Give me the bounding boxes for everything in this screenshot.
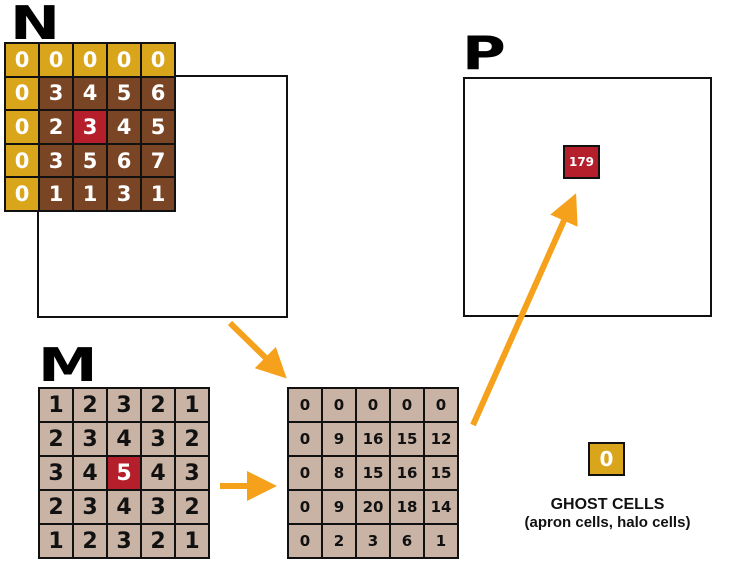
n-cell-r4-c4: 1 — [142, 178, 174, 210]
m-cell-r0-c3: 2 — [142, 389, 174, 421]
legend-subtitle: (apron cells, halo cells) — [524, 514, 691, 531]
m-cell-r3-c0: 2 — [40, 491, 72, 523]
n-cell-r4-c2: 1 — [74, 178, 106, 210]
r-cell-r1-c1: 9 — [323, 423, 355, 455]
ghost-cell-legend-box: 0 — [588, 442, 625, 476]
r-cell-r4-c1: 2 — [323, 525, 355, 557]
r-cell-r3-c0: 0 — [289, 491, 321, 523]
r-cell-r1-c2: 16 — [357, 423, 389, 455]
n-cell-r4-c0: 0 — [6, 178, 38, 210]
n-cell-r1-c4: 6 — [142, 77, 174, 110]
r-cell-r4-c0: 0 — [289, 525, 321, 557]
r-cell-r2-c2: 15 — [357, 457, 389, 489]
r-cell-r3-c2: 20 — [357, 491, 389, 523]
m-cell-r1-c0: 2 — [40, 423, 72, 455]
m-cell-r4-c3: 2 — [142, 525, 174, 557]
m-cell-r0-c4: 1 — [176, 389, 208, 421]
n-cell-r3-c0: 0 — [6, 144, 38, 177]
m-cell-r2-c4: 3 — [176, 457, 208, 489]
r-cell-r3-c3: 18 — [391, 491, 423, 523]
m-cell-r3-c4: 2 — [176, 491, 208, 523]
r-cell-r0-c4: 0 — [425, 389, 457, 421]
n-cell-r4-c1: 1 — [40, 178, 72, 210]
r-cell-r2-c0: 0 — [289, 457, 321, 489]
m-cell-r3-c1: 3 — [74, 491, 106, 523]
n-cell-r0-c3: 0 — [108, 44, 140, 76]
n-cell-r2-c2: 3 — [74, 111, 106, 143]
r-cell-r0-c3: 0 — [391, 389, 423, 421]
r-cell-r0-c1: 0 — [323, 389, 355, 421]
m-cell-r3-c3: 3 — [142, 491, 174, 523]
n-cell-r3-c4: 7 — [142, 144, 174, 177]
n-cell-r2-c0: 0 — [6, 111, 38, 143]
n-cell-r3-c1: 3 — [40, 144, 72, 177]
r-cell-r4-c4: 1 — [425, 525, 457, 557]
r-cell-r0-c2: 0 — [357, 389, 389, 421]
r-cell-r1-c3: 15 — [391, 423, 423, 455]
n-cell-r2-c1: 2 — [40, 111, 72, 143]
m-cell-r2-c2: 5 — [108, 457, 140, 489]
r-cell-r4-c3: 6 — [391, 525, 423, 557]
arrow-n-to-product — [227, 320, 287, 379]
n-cell-r3-c3: 6 — [108, 144, 140, 177]
r-cell-r2-c3: 16 — [391, 457, 423, 489]
m-cell-r0-c2: 3 — [108, 389, 140, 421]
n-cell-r1-c2: 4 — [74, 77, 106, 110]
n-cell-r1-c1: 3 — [40, 77, 72, 110]
n-cell-r1-c3: 5 — [108, 77, 140, 110]
label-p: P — [462, 26, 506, 80]
n-cell-r2-c3: 4 — [108, 111, 140, 143]
n-cell-r3-c2: 5 — [74, 144, 106, 177]
m-cell-r4-c0: 1 — [40, 525, 72, 557]
output-pixel: 179 — [563, 145, 600, 179]
output-image-frame — [463, 77, 712, 317]
n-cell-r4-c3: 3 — [108, 178, 140, 210]
m-cell-r2-c1: 4 — [74, 457, 106, 489]
m-cell-r0-c0: 1 — [40, 389, 72, 421]
r-cell-r3-c4: 14 — [425, 491, 457, 523]
label-n: N — [10, 0, 60, 50]
m-cell-r1-c3: 3 — [142, 423, 174, 455]
r-cell-r1-c4: 12 — [425, 423, 457, 455]
m-cell-r3-c2: 4 — [108, 491, 140, 523]
m-cell-r4-c1: 2 — [74, 525, 106, 557]
m-cell-r2-c0: 3 — [40, 457, 72, 489]
label-m: M — [38, 338, 98, 392]
n-cell-r2-c4: 5 — [142, 111, 174, 143]
r-cell-r4-c2: 3 — [357, 525, 389, 557]
arrow-product-to-p — [470, 193, 578, 427]
r-cell-r1-c0: 0 — [289, 423, 321, 455]
m-cell-r4-c4: 1 — [176, 525, 208, 557]
m-cell-r1-c2: 4 — [108, 423, 140, 455]
m-cell-r1-c1: 3 — [74, 423, 106, 455]
n-cell-r0-c0: 0 — [6, 44, 38, 76]
r-cell-r2-c1: 8 — [323, 457, 355, 489]
n-cell-r0-c4: 0 — [142, 44, 174, 76]
r-cell-r0-c0: 0 — [289, 389, 321, 421]
n-cell-r0-c1: 0 — [40, 44, 72, 76]
m-cell-r0-c1: 2 — [74, 389, 106, 421]
legend-title: GHOST CELLS — [550, 496, 665, 513]
m-cell-r4-c2: 3 — [108, 525, 140, 557]
m-cell-r2-c3: 4 — [142, 457, 174, 489]
n-cell-r1-c0: 0 — [6, 77, 38, 110]
m-cell-r1-c4: 2 — [176, 423, 208, 455]
r-cell-r3-c1: 9 — [323, 491, 355, 523]
n-cell-r0-c2: 0 — [74, 44, 106, 76]
r-cell-r2-c4: 15 — [425, 457, 457, 489]
